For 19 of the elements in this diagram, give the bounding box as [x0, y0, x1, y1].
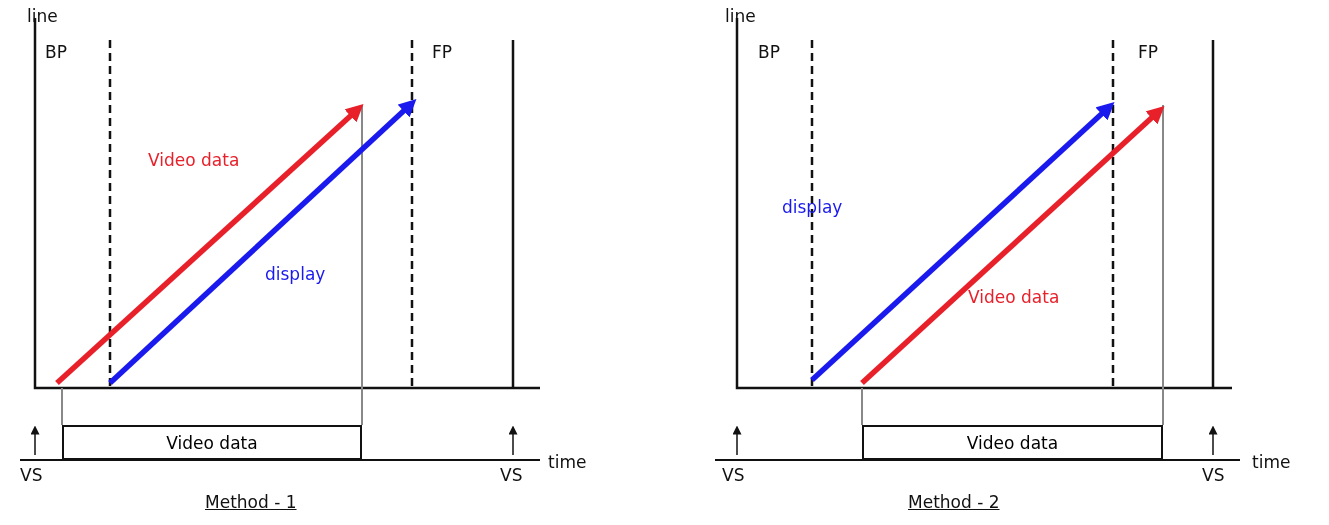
region-label: BP [45, 42, 67, 62]
region-label: FP [1138, 42, 1159, 62]
arrow-label: Video data [968, 287, 1060, 307]
signal-label: VS [1202, 465, 1225, 485]
panel-caption: Method - 2 [908, 492, 1000, 512]
signal-label: VS [722, 465, 745, 485]
arrow-label: display [265, 264, 326, 284]
arrow-label: Video data [148, 150, 240, 170]
axis-label: time [1252, 452, 1291, 472]
region-label: BP [758, 42, 780, 62]
axis-label: line [27, 6, 58, 26]
signal-box: Video data [62, 425, 362, 460]
axis-label: time [548, 452, 587, 472]
arrow-label: display [782, 197, 843, 217]
signal-label: VS [500, 465, 523, 485]
panel-caption: Method - 1 [205, 492, 297, 512]
signal-box: Video data [862, 425, 1163, 460]
signal-label: VS [20, 465, 43, 485]
region-label: FP [432, 42, 453, 62]
